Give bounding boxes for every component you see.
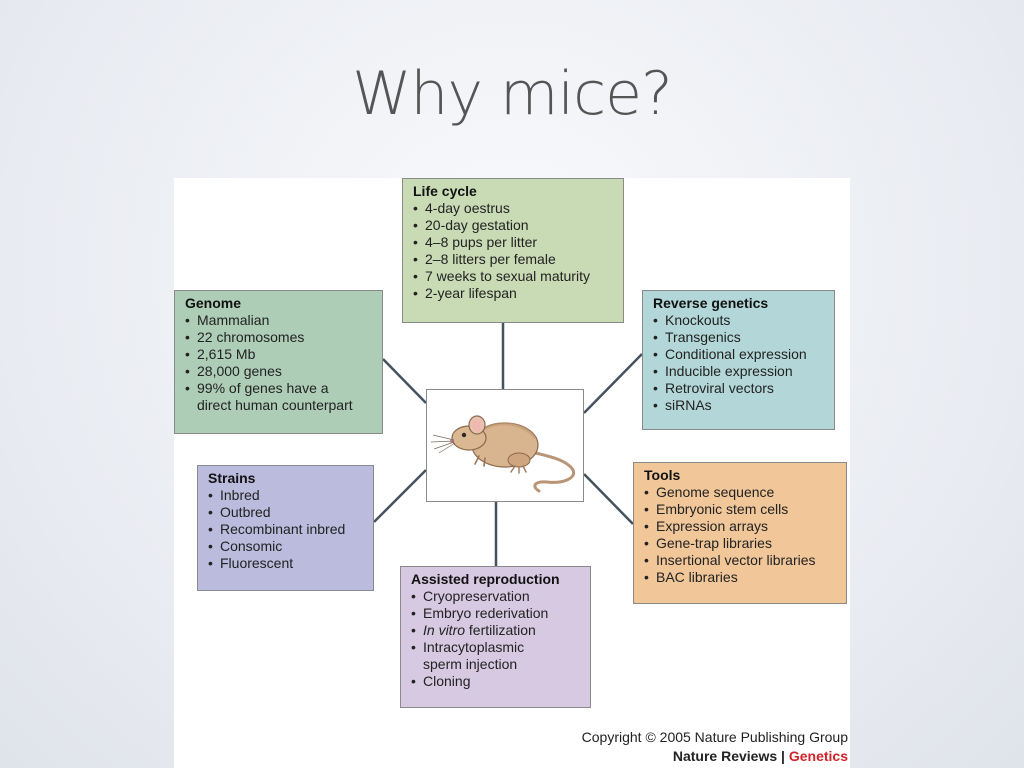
reverse-genetics-box: Reverse genetics Knockouts Transgenics C… [642, 290, 835, 430]
assisted-reproduction-item-italic: In vitro [423, 622, 466, 638]
reverse-genetics-item: Knockouts [653, 312, 824, 329]
life-cycle-item: 4-day oestrus [413, 200, 613, 217]
genome-item-line1: 99% of genes have a [197, 380, 329, 396]
mouse-illustration-panel [426, 389, 584, 502]
connector-strains [373, 469, 427, 523]
assisted-reproduction-item: Cloning [411, 673, 580, 690]
connector-lines [373, 323, 643, 566]
strains-item: Recombinant inbred [208, 521, 363, 538]
assisted-reproduction-item-line2: sperm injection [423, 656, 518, 672]
strains-item: Inbred [208, 487, 363, 504]
journal-subtitle: Genetics [788, 748, 848, 764]
genome-item: Mammalian [185, 312, 372, 329]
reverse-genetics-item: Transgenics [653, 329, 824, 346]
copyright-notice: Copyright © 2005 Nature Publishing Group [581, 729, 848, 745]
genome-item: 99% of genes have a direct human counter… [185, 380, 372, 414]
assisted-reproduction-item-line1: Intracytoplasmic [423, 639, 525, 655]
connector-genome [382, 358, 427, 404]
genome-item: 2,615 Mb [185, 346, 372, 363]
assisted-reproduction-heading: Assisted reproduction [411, 571, 560, 587]
reverse-genetics-item: siRNAs [653, 397, 824, 414]
genome-item-line2: direct human counterpart [197, 397, 353, 413]
journal-credit: Nature Reviews | Genetics [582, 747, 848, 766]
life-cycle-item: 2–8 litters per female [413, 251, 613, 268]
strains-item: Consomic [208, 538, 363, 555]
connector-tools [583, 473, 634, 525]
genome-item: 22 chromosomes [185, 329, 372, 346]
strains-item: Fluorescent [208, 555, 363, 572]
life-cycle-item: 4–8 pups per litter [413, 234, 613, 251]
tools-item: Genome sequence [644, 484, 836, 501]
strains-item: Outbred [208, 504, 363, 521]
reverse-genetics-item: Conditional expression [653, 346, 824, 363]
journal-separator: | [777, 748, 789, 764]
strains-heading: Strains [208, 470, 256, 486]
genome-heading: Genome [185, 295, 242, 311]
tools-item: Insertional vector libraries [644, 552, 836, 569]
mouse-diagram-figure: Life cycle 4-day oestrus 20-day gestatio… [174, 178, 850, 768]
reverse-genetics-item: Retroviral vectors [653, 380, 824, 397]
assisted-reproduction-item: In vitro fertilization [411, 622, 580, 639]
tools-item: Expression arrays [644, 518, 836, 535]
assisted-reproduction-item: Embryo rederivation [411, 605, 580, 622]
strains-box: Strains Inbred Outbred Recombinant inbre… [197, 465, 374, 591]
reverse-genetics-heading: Reverse genetics [653, 295, 769, 311]
life-cycle-box: Life cycle 4-day oestrus 20-day gestatio… [402, 178, 624, 323]
genome-box: Genome Mammalian 22 chromosomes 2,615 Mb… [174, 290, 383, 434]
journal-name: Nature Reviews [672, 748, 778, 764]
life-cycle-item: 7 weeks to sexual maturity [413, 268, 613, 285]
figure-credit: Copyright © 2005 Nature Publishing Group… [582, 728, 848, 766]
tools-item: BAC libraries [644, 569, 836, 586]
assisted-reproduction-item: Intracytoplasmic sperm injection [411, 639, 580, 673]
assisted-reproduction-box: Assisted reproduction Cryopreservation E… [400, 566, 591, 708]
genome-item: 28,000 genes [185, 363, 372, 380]
mouse-illustration [430, 415, 576, 493]
life-cycle-item: 20-day gestation [413, 217, 613, 234]
tools-item: Embryonic stem cells [644, 501, 836, 518]
assisted-reproduction-item-rest: fertilization [468, 622, 536, 638]
life-cycle-item: 2-year lifespan [413, 285, 613, 302]
life-cycle-heading: Life cycle [413, 183, 477, 199]
tools-box: Tools Genome sequence Embryonic stem cel… [633, 462, 847, 604]
reverse-genetics-item: Inducible expression [653, 363, 824, 380]
assisted-reproduction-item: Cryopreservation [411, 588, 580, 605]
tools-heading: Tools [644, 467, 681, 483]
slide-title: Why mice? [352, 59, 673, 129]
connector-reverse-genetics [583, 353, 643, 414]
tools-item: Gene-trap libraries [644, 535, 836, 552]
